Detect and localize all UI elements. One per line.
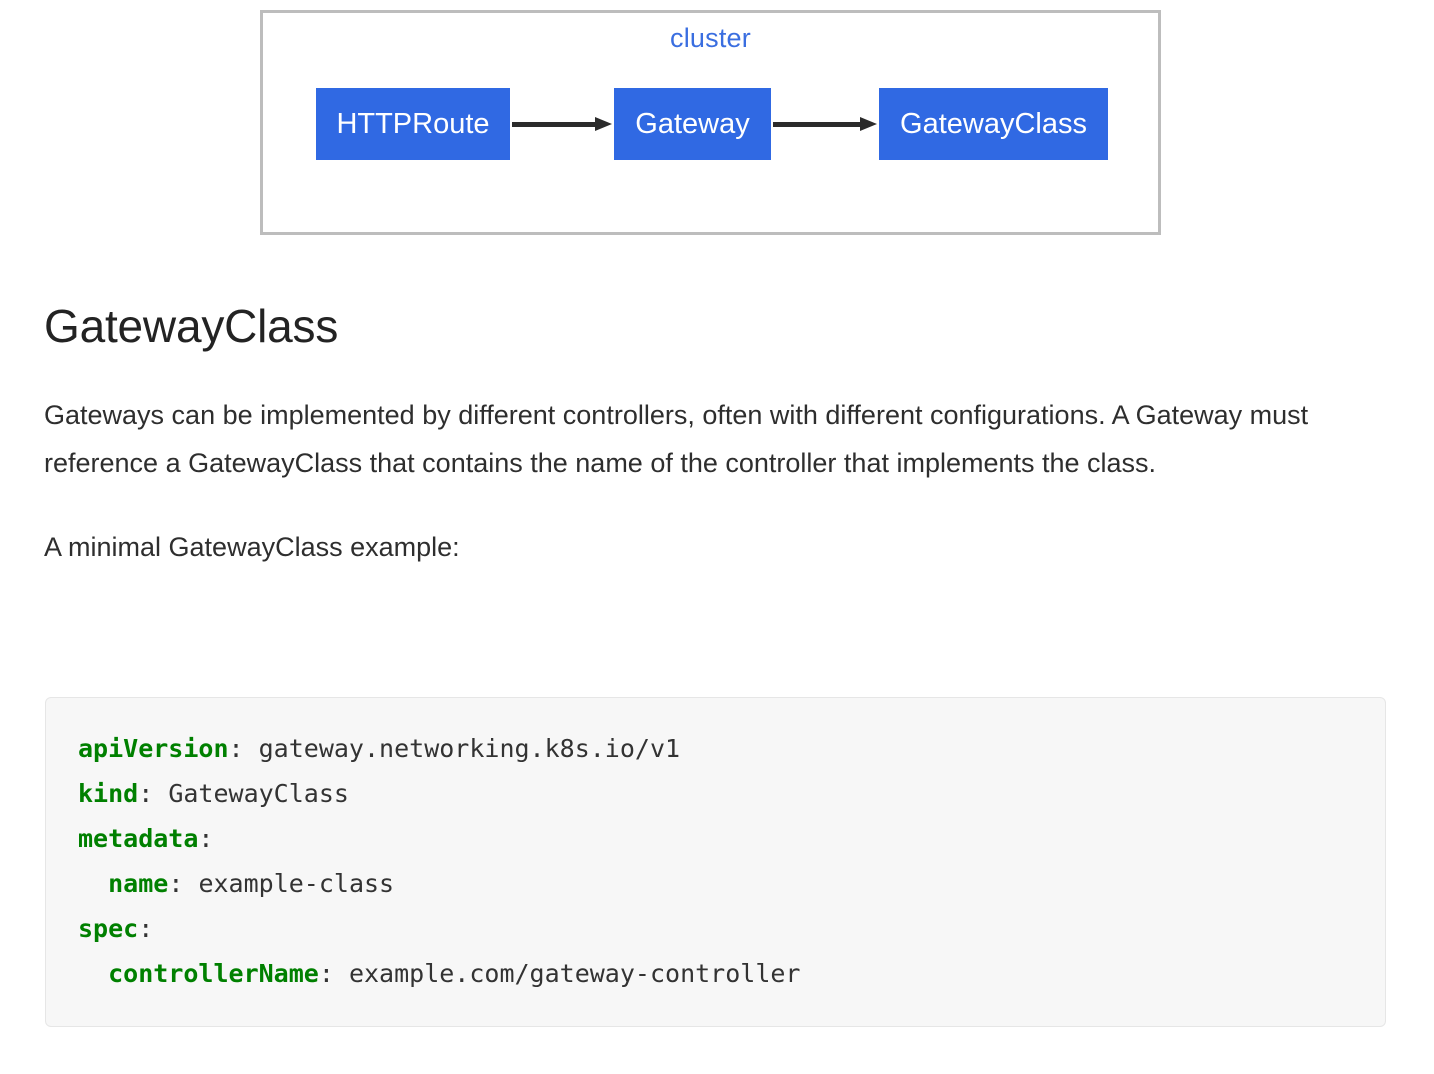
cluster-label: cluster (670, 23, 751, 53)
paragraph-gatewayclass-description: Gateways can be implemented by different… (44, 399, 1309, 478)
diagram-edge-gateway-to-gatewayclass (773, 117, 877, 131)
arrow-head-icon (860, 117, 877, 131)
architecture-diagram: cluster HTTPRoute Gateway GatewayClass (0, 0, 1434, 250)
node-label: Gateway (635, 107, 750, 140)
diagram-node-gateway[interactable]: Gateway (614, 88, 771, 160)
arrow-shaft (512, 122, 596, 127)
node-label: HTTPRoute (336, 107, 490, 140)
code-content: apiVersion: gateway.networking.k8s.io/v1… (78, 734, 801, 988)
diagram-edge-httproute-to-gateway (512, 117, 612, 131)
article-content: GatewayClass Gateways can be implemented… (44, 300, 1390, 629)
diagram-node-gatewayclass[interactable]: GatewayClass (879, 88, 1108, 160)
diagram-node-httproute[interactable]: HTTPRoute (316, 88, 510, 160)
paragraph-example-intro: A minimal GatewayClass example: (44, 531, 460, 562)
node-label: GatewayClass (900, 107, 1087, 140)
arrow-shaft (773, 122, 861, 127)
arrow-head-icon (595, 117, 612, 131)
yaml-code-block[interactable]: apiVersion: gateway.networking.k8s.io/v1… (45, 697, 1386, 1027)
page-title: GatewayClass (44, 300, 339, 352)
